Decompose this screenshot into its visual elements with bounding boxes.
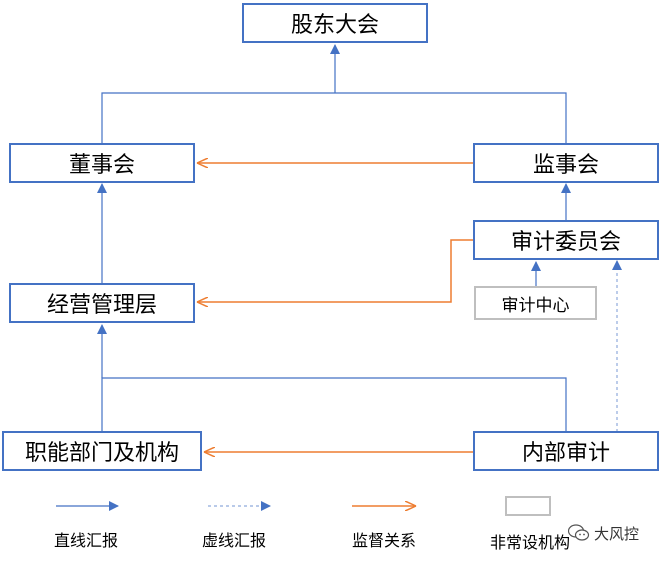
node-audit-committee: 审计委员会 (473, 220, 659, 260)
node-board-of-directors: 董事会 (9, 143, 195, 183)
node-shareholders-meeting: 股东大会 (242, 3, 428, 43)
legend-supervision-label: 监督关系 (352, 531, 417, 550)
legend-non-permanent-label: 非常设机构 (490, 533, 571, 552)
wechat-icon (568, 524, 590, 541)
node-functional-departments: 职能部门及机构 (2, 431, 202, 471)
legend-non-permanent-box (505, 496, 551, 516)
node-board-of-supervisors: 监事会 (473, 143, 659, 183)
edge-audit-committee-to-management (197, 239, 474, 302)
supervision-lines (197, 163, 474, 452)
edge-board-to-shareholders (101, 92, 567, 143)
node-audit-center: 审计中心 (474, 286, 597, 320)
watermark-text: 大风控 (594, 525, 640, 543)
direct-report-lines (97, 44, 571, 432)
edge-functional-and-audit-to-management (101, 377, 567, 432)
legend-dotted-report-label: 虚线汇报 (202, 531, 267, 550)
node-internal-audit: 内部审计 (473, 431, 659, 471)
node-management: 经营管理层 (9, 283, 195, 323)
legend-direct-report-label: 直线汇报 (54, 531, 119, 550)
